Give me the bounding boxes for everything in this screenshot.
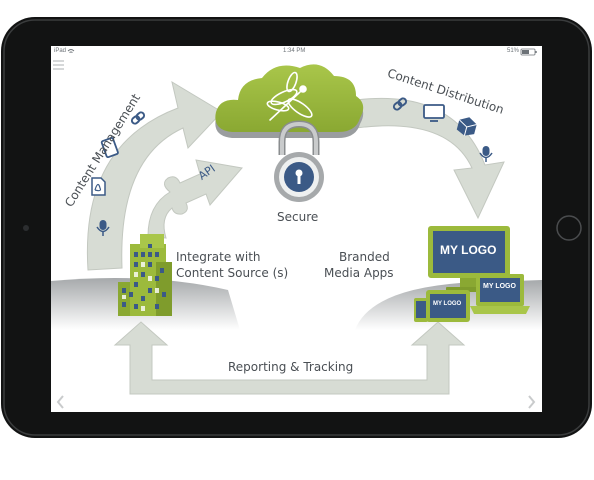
desktop-monitor: [428, 226, 510, 292]
integrate-label-line2: Content Source (s): [176, 266, 289, 280]
laptop-device: [470, 274, 530, 314]
microphone-icon-right: [479, 146, 493, 162]
tablet-icon: [100, 137, 119, 159]
small-tablet-device: [426, 290, 470, 322]
secure-label: Secure: [277, 210, 319, 224]
cloud-top: [215, 64, 364, 132]
battery-percent: 51%: [507, 48, 520, 54]
pdf-icon: [91, 177, 106, 196]
integrate-label-line1: Integrate with: [176, 250, 261, 264]
status-bar: iPad 1:34 PM 51%: [51, 46, 542, 58]
prev-arrow-icon[interactable]: [56, 395, 64, 409]
logo-text-tablet: MY LOGO: [433, 301, 462, 307]
monitor-icon: [423, 104, 445, 122]
next-arrow-icon[interactable]: [528, 395, 536, 409]
branded-label-line2: Media Apps: [324, 266, 394, 280]
package-icon: [456, 117, 477, 136]
clock: 1:34 PM: [283, 48, 306, 54]
device-label: iPad: [54, 48, 67, 54]
battery-icon: [520, 48, 537, 56]
wifi-icon: [67, 49, 75, 53]
link-icon: [130, 111, 146, 125]
content-distribution-arrow: [355, 97, 505, 220]
home-button[interactable]: [556, 215, 582, 241]
front-camera: [23, 225, 29, 231]
menu-icon[interactable]: [53, 60, 64, 70]
logo-text-laptop: MY LOGO: [483, 283, 516, 290]
link-icon-right: [392, 97, 408, 111]
reporting-tracking-arrow: [113, 321, 466, 395]
phone-device: [414, 298, 428, 322]
dragonfly-icon: [266, 71, 313, 121]
microphone-icon: [96, 220, 110, 236]
branded-label-line1: Branded: [339, 250, 390, 264]
reporting-label: Reporting & Tracking: [228, 360, 354, 374]
logo-text-monitor: MY LOGO: [440, 243, 497, 257]
padlock-icon: [274, 120, 324, 202]
api-arrow: [147, 159, 243, 239]
building-icon: [118, 234, 172, 316]
